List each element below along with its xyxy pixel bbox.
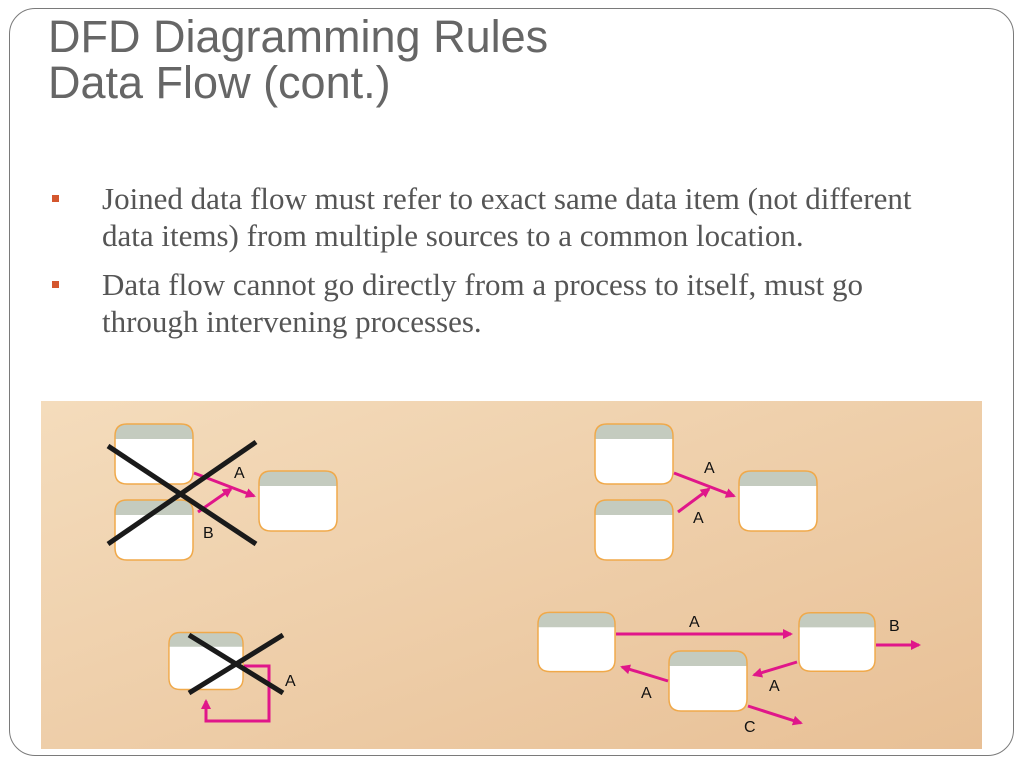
flow-label: A — [769, 678, 780, 695]
bullet-item: Data flow cannot go directly from a proc… — [52, 266, 952, 340]
flow-label: A — [234, 465, 245, 482]
diagram-background — [41, 401, 982, 749]
correct-flow-example: A B A A C — [537, 611, 921, 736]
correct-join-example: A A — [594, 423, 818, 561]
process-box — [594, 499, 674, 561]
flow-label: A — [285, 673, 296, 690]
process-box — [537, 611, 616, 673]
dfd-diagram-figure: A B A A A A — [41, 401, 982, 749]
slide-title: DFD Diagramming Rules Data Flow (cont.) — [48, 14, 548, 106]
flow-arrow — [677, 487, 711, 514]
flow-arrow — [673, 471, 736, 498]
process-box — [738, 470, 818, 532]
flow-label: A — [641, 685, 652, 702]
bullet-list: Joined data flow must refer to exact sam… — [52, 180, 952, 352]
process-box — [258, 470, 338, 532]
flow-label: A — [689, 614, 700, 631]
incorrect-loop-example: A — [168, 631, 296, 723]
bullet-marker-icon — [52, 281, 59, 288]
flow-arrow — [752, 660, 798, 678]
process-box — [798, 612, 876, 672]
process-box — [668, 650, 748, 712]
process-box — [594, 423, 674, 485]
flow-label: A — [693, 510, 704, 527]
title-line-2: Data Flow (cont.) — [48, 57, 391, 108]
cross-out-icon — [187, 632, 285, 696]
bullet-item: Joined data flow must refer to exact sam… — [52, 180, 952, 254]
flow-label: C — [744, 719, 756, 736]
flow-label: B — [889, 618, 900, 635]
flow-arrow — [201, 664, 271, 723]
flow-arrow — [747, 704, 803, 726]
incorrect-join-example: A B — [106, 423, 338, 561]
flow-label: B — [203, 525, 214, 542]
bullet-text: Data flow cannot go directly from a proc… — [102, 267, 864, 339]
bullet-text: Joined data flow must refer to exact sam… — [102, 181, 912, 253]
bullet-marker-icon — [52, 195, 59, 202]
title-line-1: DFD Diagramming Rules — [48, 11, 549, 62]
dfd-diagram: A B A A A A — [41, 401, 982, 749]
flow-arrow — [620, 664, 669, 683]
cross-out-icon — [106, 439, 258, 547]
flow-label: A — [704, 460, 715, 477]
